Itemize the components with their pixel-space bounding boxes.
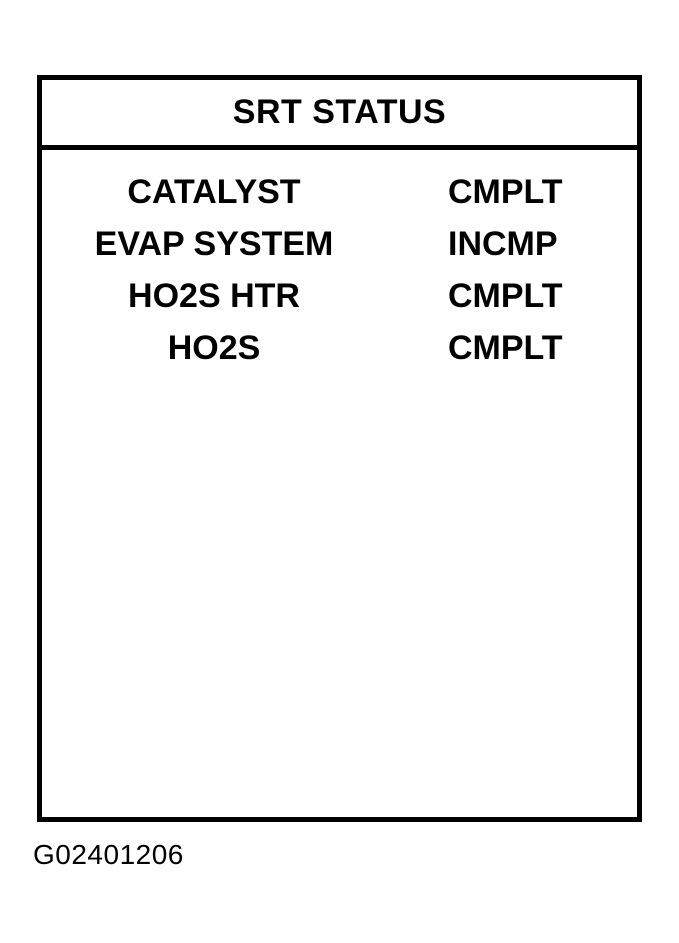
monitor-status-row: HO2S HTR CMPLT	[42, 270, 637, 322]
monitor-status-row: HO2S CMPLT	[42, 322, 637, 374]
monitor-status-row: CATALYST CMPLT	[42, 166, 637, 218]
monitor-status-row: EVAP SYSTEM INCMP	[42, 218, 637, 270]
monitor-status-value: INCMP	[448, 224, 558, 263]
monitor-name: HO2S	[167, 328, 261, 367]
panel-header: SRT STATUS	[42, 80, 637, 150]
monitor-status-value: CMPLT	[448, 276, 563, 315]
figure-id-caption: G02401206	[33, 839, 184, 870]
srt-status-panel: SRT STATUS CATALYST CMPLT EVAP SYSTEM IN…	[37, 75, 642, 822]
monitor-status-value: CMPLT	[448, 328, 563, 367]
readiness-monitor-list: CATALYST CMPLT EVAP SYSTEM INCMP HO2S HT…	[42, 150, 637, 374]
monitor-name: EVAP SYSTEM	[94, 224, 334, 263]
monitor-status-value: CMPLT	[448, 172, 563, 211]
monitor-name: HO2S HTR	[128, 276, 300, 315]
panel-title: SRT STATUS	[232, 93, 447, 131]
monitor-name: CATALYST	[127, 172, 301, 211]
